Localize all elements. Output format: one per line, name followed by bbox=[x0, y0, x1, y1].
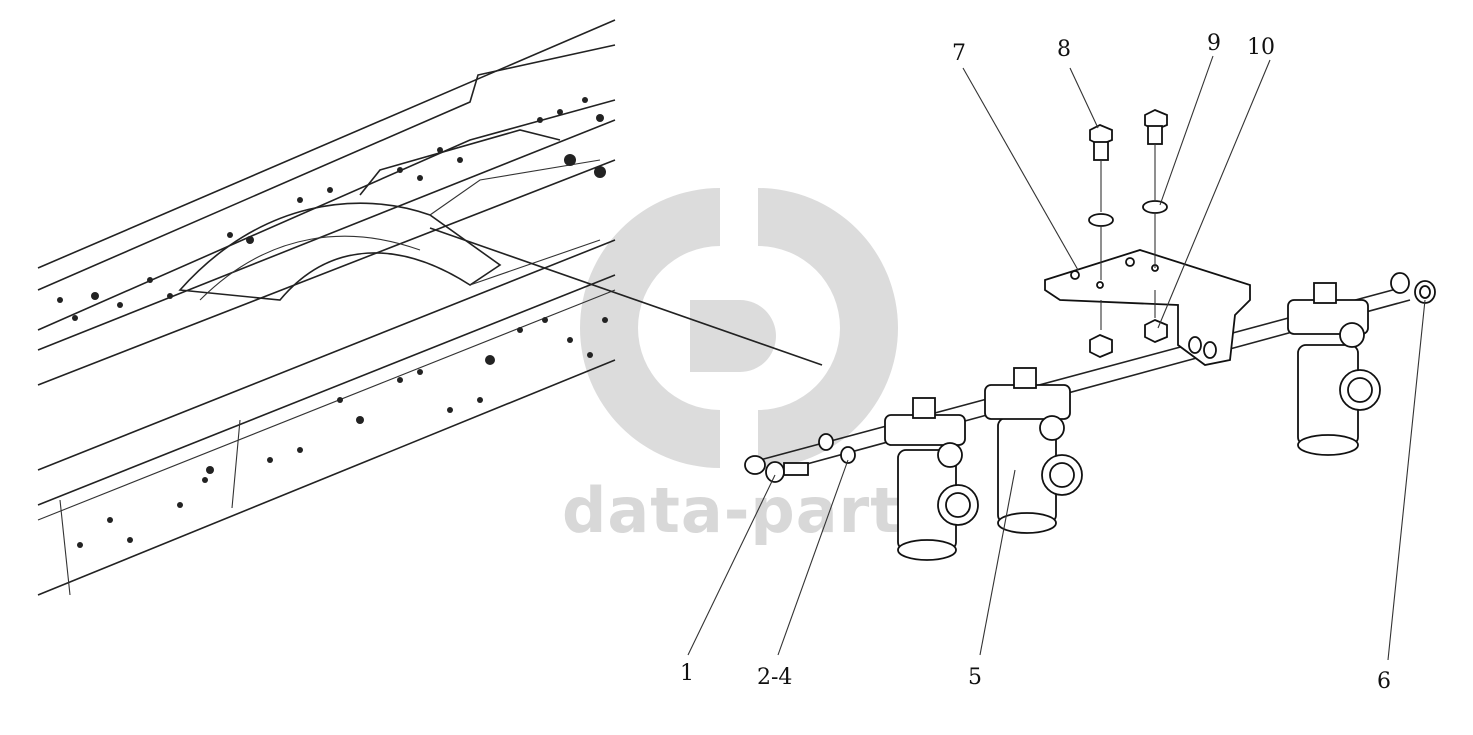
leader-lines bbox=[687, 55, 1426, 661]
callout-7: 7 bbox=[952, 41, 966, 66]
callout-6: 6 bbox=[1377, 669, 1391, 694]
chassis-frame bbox=[37, 19, 823, 596]
callout-1: 1 bbox=[680, 661, 694, 686]
watermark: data-parts bbox=[562, 188, 939, 547]
callout-8: 8 bbox=[1057, 37, 1071, 62]
nut-part-10 bbox=[1089, 290, 1168, 358]
valve-left bbox=[884, 397, 979, 561]
callout-9: 9 bbox=[1207, 31, 1221, 56]
watermark-text: data-parts bbox=[562, 474, 939, 547]
callout-2-4: 2-4 bbox=[757, 665, 792, 690]
valve-assembly bbox=[744, 109, 1436, 561]
nut-part-6 bbox=[1390, 272, 1436, 304]
banjo-bolt-part-1 bbox=[744, 455, 809, 483]
washer-part-2-4 bbox=[818, 433, 856, 464]
callout-labels: 1 2-4 5 6 7 8 9 10 bbox=[680, 31, 1391, 694]
callout-5: 5 bbox=[968, 665, 982, 690]
detail-pointer-line bbox=[429, 227, 823, 366]
bracket-part-7 bbox=[1044, 249, 1251, 366]
rivet-holes bbox=[57, 97, 608, 548]
valve-right bbox=[1287, 282, 1381, 456]
dp-monogram-logo bbox=[580, 188, 898, 468]
washer-part-9 bbox=[1088, 200, 1168, 280]
bolt-part-8 bbox=[1089, 109, 1168, 212]
valve-middle-part-5 bbox=[984, 367, 1083, 534]
callout-10: 10 bbox=[1247, 35, 1275, 60]
